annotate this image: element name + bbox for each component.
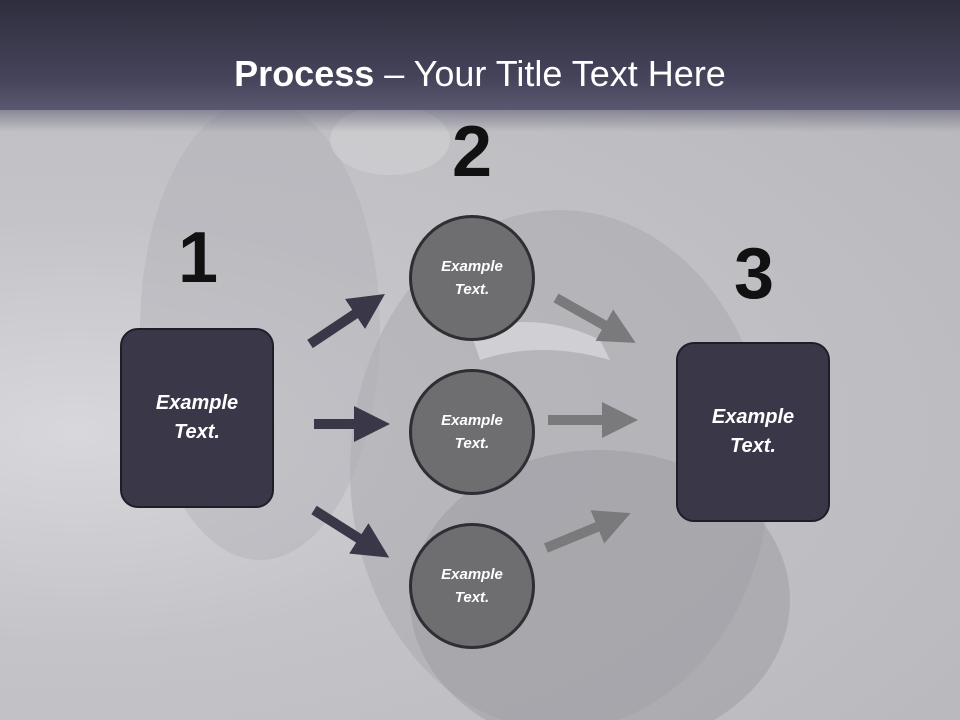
step-number-1: 1: [177, 218, 219, 298]
step-box-1-label: Example Text.: [155, 392, 239, 443]
arrow-top-to-3: [553, 293, 636, 343]
step-circle-bottom: Example Text.: [409, 523, 535, 649]
title-bar: [0, 0, 960, 110]
step-circle-bottom-label: Example Text.: [441, 566, 503, 606]
slide-title: Process – Your Title Text Here: [0, 52, 960, 96]
step-circle-top: Example Text.: [409, 215, 535, 341]
title-bar-fade: [0, 110, 960, 132]
arrow-1-to-top: [307, 294, 385, 349]
step-box-1: Example Text.: [120, 328, 274, 508]
title-rest: – Your Title Text Here: [374, 53, 726, 94]
step-circle-middle-label: Example Text.: [441, 412, 503, 452]
step-circle-middle: Example Text.: [409, 369, 535, 495]
step-number-2: 2: [451, 112, 493, 192]
arrow-bottom-to-3: [544, 510, 631, 553]
arrow-1-to-bottom: [311, 505, 390, 558]
step-circle-top-label: Example Text.: [441, 258, 503, 298]
step-number-3: 3: [733, 234, 775, 314]
step-box-3: Example Text.: [676, 342, 830, 522]
title-bold: Process: [234, 53, 375, 94]
step-box-3-label: Example Text.: [711, 406, 795, 457]
